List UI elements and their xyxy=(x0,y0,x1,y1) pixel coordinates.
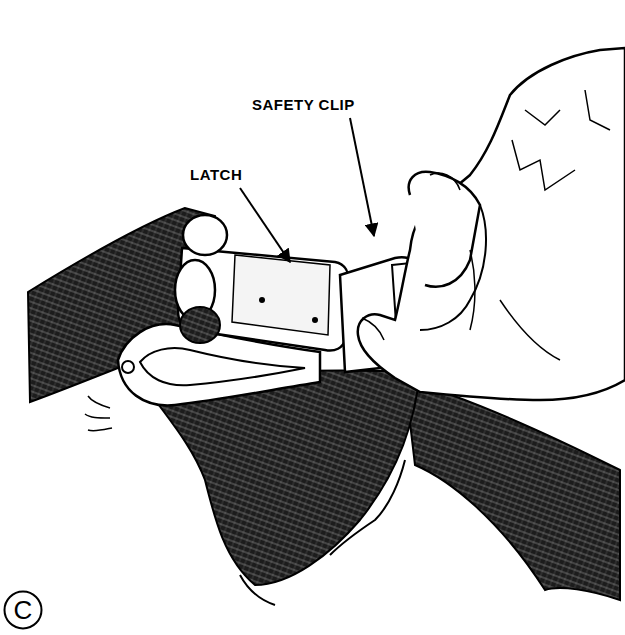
part-label: LATCH xyxy=(190,166,242,184)
figure-letter-circle: C xyxy=(3,590,43,630)
figure-letter: C xyxy=(3,590,43,630)
part-label: SAFETY CLIP xyxy=(252,96,355,114)
